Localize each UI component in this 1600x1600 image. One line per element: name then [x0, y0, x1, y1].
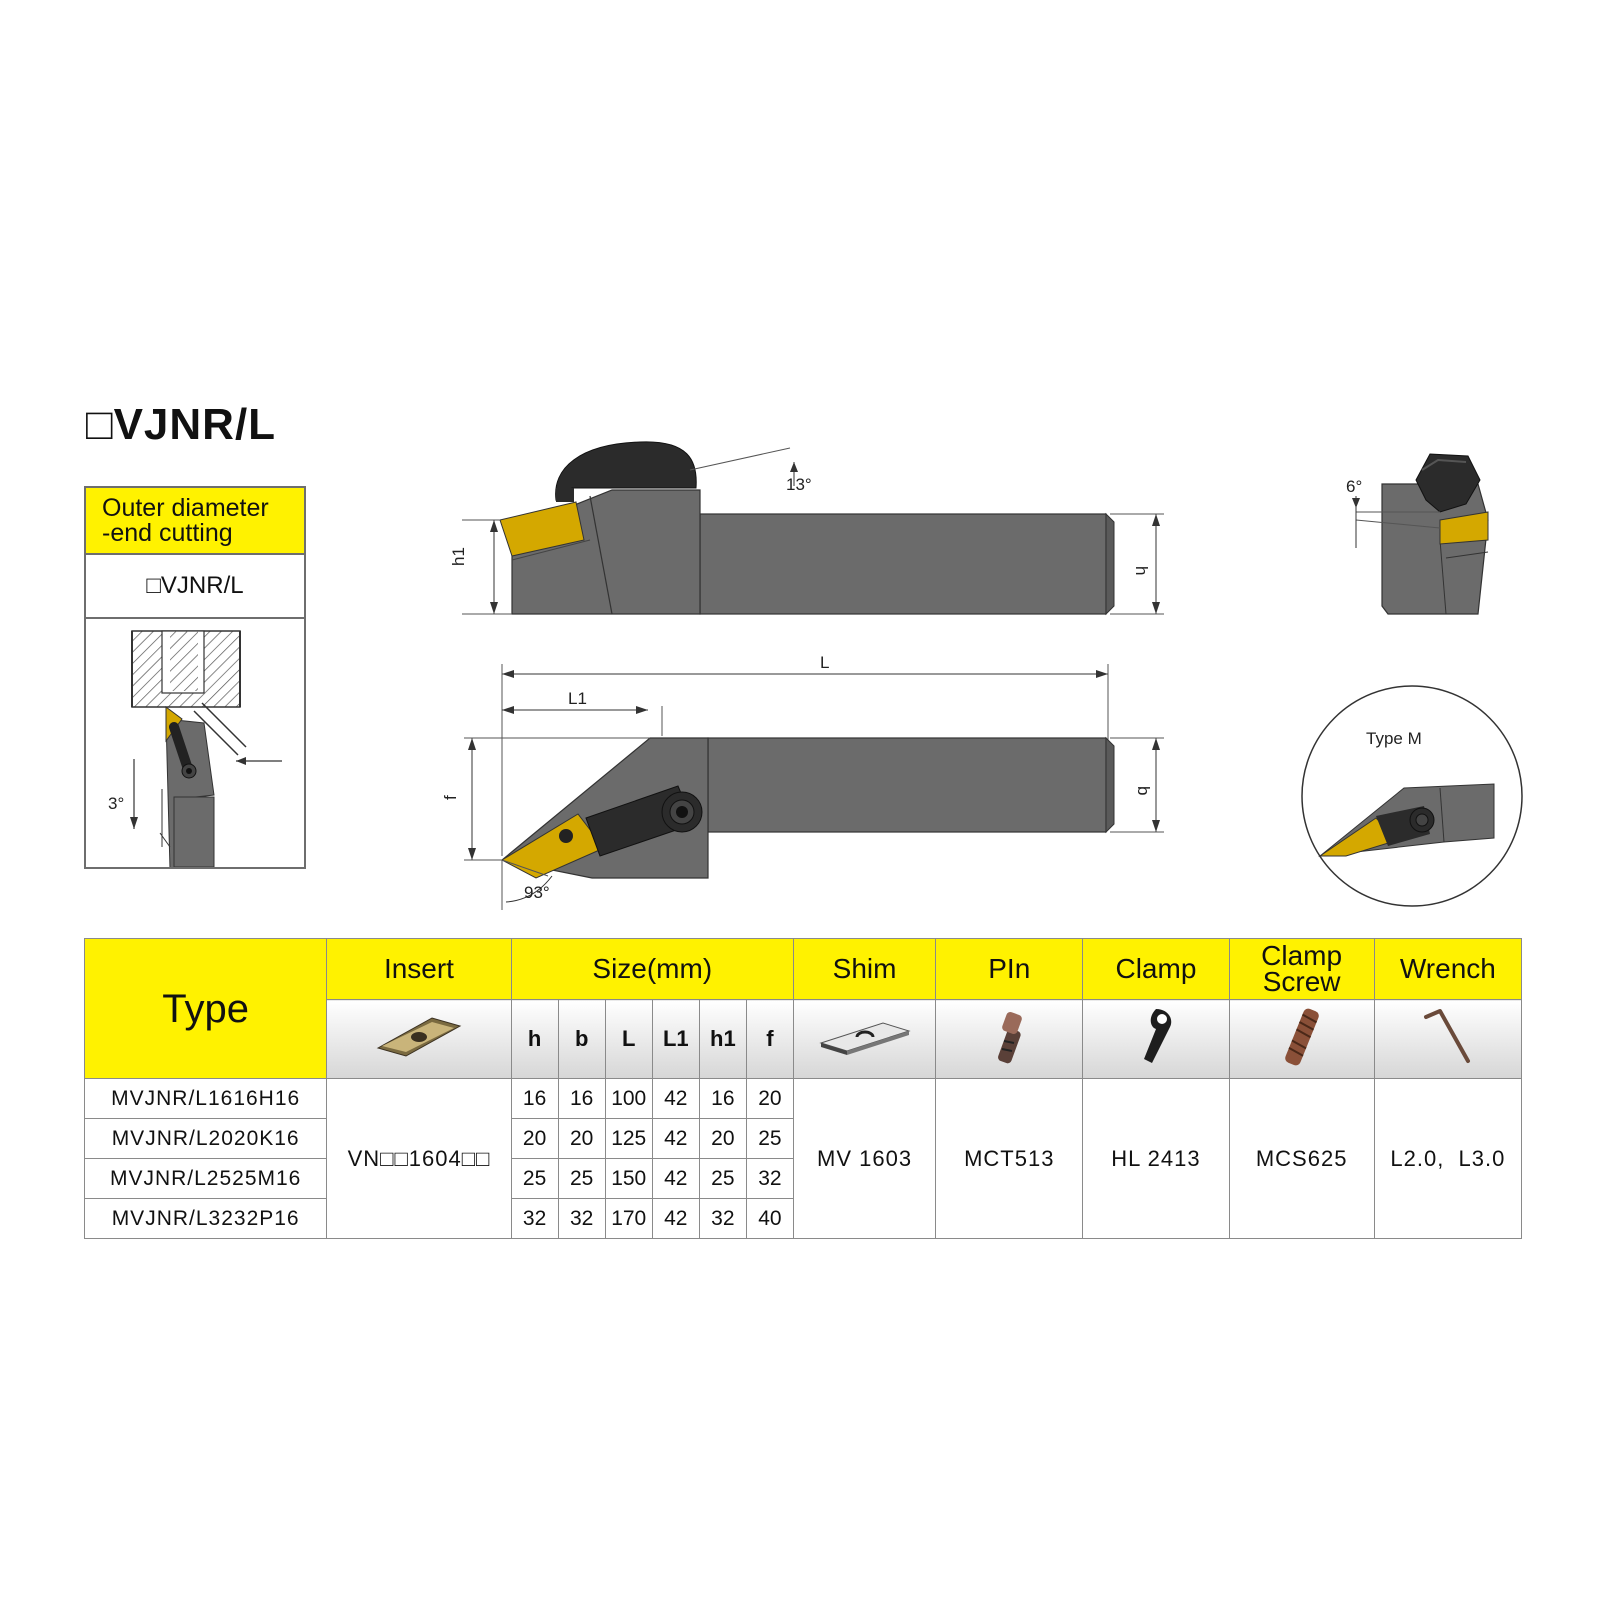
row-3-L1: 42 [651, 1158, 700, 1199]
col-b: b [557, 999, 606, 1079]
dim-L-label: L [820, 653, 829, 672]
clamp-image-cell [1082, 999, 1230, 1079]
col-h: h [510, 999, 559, 1079]
row-4-model: MVJNR/L3232P16 [83, 1198, 328, 1239]
row-4-h: 32 [510, 1198, 559, 1239]
application-heading-line2: -end cutting [102, 519, 233, 547]
angle-13-label: 13° [786, 475, 812, 494]
dim-b-label: b [1134, 786, 1153, 795]
header-type: Type [83, 938, 328, 1079]
row-1-f: 20 [745, 1078, 794, 1119]
shim-icon [818, 1021, 911, 1055]
shim-image-cell [792, 999, 937, 1079]
pin-image-cell [935, 999, 1084, 1079]
clamp-screw-value: MCS625 [1228, 1078, 1375, 1239]
application-code: □VJNR/L [86, 555, 304, 619]
side-view: 13° h1 h [449, 441, 1164, 616]
clamp-screw-icon [1284, 1008, 1319, 1065]
application-diagram: 3° [108, 630, 282, 867]
row-3-L: 150 [604, 1158, 653, 1199]
row-1-h1: 16 [698, 1078, 747, 1119]
row-1-L1: 42 [651, 1078, 700, 1119]
row-2-b: 20 [557, 1118, 606, 1159]
wrench-value: L2.0, L3.0 [1373, 1078, 1523, 1239]
row-3-model: MVJNR/L2525M16 [83, 1158, 328, 1199]
pin-icon [998, 1011, 1023, 1063]
col-L: L [604, 999, 653, 1079]
row-4-b: 32 [557, 1198, 606, 1239]
dim-h-label: h [1132, 566, 1151, 575]
row-3-h1: 25 [698, 1158, 747, 1199]
row-2-model: MVJNR/L2020K16 [83, 1118, 328, 1159]
row-4-f: 40 [745, 1198, 794, 1239]
pin-value: MCT513 [935, 1078, 1084, 1239]
row-1-b: 16 [557, 1078, 606, 1119]
header-insert: Insert [326, 938, 512, 1000]
col-L1: L1 [651, 999, 700, 1079]
row-3-h: 25 [510, 1158, 559, 1199]
row-3-f: 32 [745, 1158, 794, 1199]
dim-L1-label: L1 [568, 689, 587, 708]
row-2-h: 20 [510, 1118, 559, 1159]
application-panel: Outer diameter -end cutting □VJNR/L [84, 486, 306, 869]
header-clamp: Clamp [1082, 938, 1230, 1000]
application-angle-label: 3° [108, 794, 124, 813]
clamp-icon [1143, 1008, 1172, 1063]
row-1-h: 16 [510, 1078, 559, 1119]
spec-table: Type Insert Size(mm) Shim PIn Clamp Clam… [83, 938, 1523, 1239]
header-shim: Shim [792, 938, 937, 1000]
wrench-image-cell [1373, 999, 1523, 1079]
row-2-f: 25 [745, 1118, 794, 1159]
rhombic-insert-icon [376, 1016, 462, 1057]
application-heading-line1: Outer diameter [102, 494, 269, 522]
row-2-L: 125 [604, 1118, 653, 1159]
clamp-screw-image-cell [1228, 999, 1375, 1079]
hex-wrench-icon [1423, 1008, 1470, 1063]
header-pin: PIn [935, 938, 1084, 1000]
shim-value: MV 1603 [792, 1078, 937, 1239]
insert-value: VN□□1604□□ [326, 1078, 512, 1239]
type-m-detail: Type M [1301, 685, 1523, 907]
angle-6-label: 6° [1346, 477, 1362, 496]
type-m-label: Type M [1366, 729, 1422, 748]
header-size: Size(mm) [510, 938, 794, 1000]
row-4-L1: 42 [651, 1198, 700, 1239]
header-clamp-screw-line2: Screw [1262, 966, 1341, 997]
row-4-L: 170 [604, 1198, 653, 1239]
application-heading: Outer diameter -end cutting [86, 488, 304, 555]
angle-93-label: 93° [524, 883, 550, 902]
header-clamp-screw: Clamp Screw [1228, 938, 1375, 1000]
end-view: 6° [1346, 453, 1489, 615]
header-wrench: Wrench [1373, 938, 1523, 1000]
insert-image-cell [326, 999, 512, 1079]
row-1-model: MVJNR/L1616H16 [83, 1078, 328, 1119]
page-title: □VJNR/L [86, 400, 277, 449]
row-2-h1: 20 [698, 1118, 747, 1159]
clamp-value: HL 2413 [1082, 1078, 1230, 1239]
row-1-L: 100 [604, 1078, 653, 1119]
row-3-b: 25 [557, 1158, 606, 1199]
col-h1: h1 [698, 999, 747, 1079]
dim-f-label: f [441, 795, 460, 800]
row-2-L1: 42 [651, 1118, 700, 1159]
row-4-h1: 32 [698, 1198, 747, 1239]
top-view: L L1 f b 93° [441, 653, 1164, 910]
dim-h1-label: h1 [449, 547, 468, 566]
col-f: f [745, 999, 794, 1079]
header-clamp-screw-line1: Clamp [1261, 940, 1343, 971]
